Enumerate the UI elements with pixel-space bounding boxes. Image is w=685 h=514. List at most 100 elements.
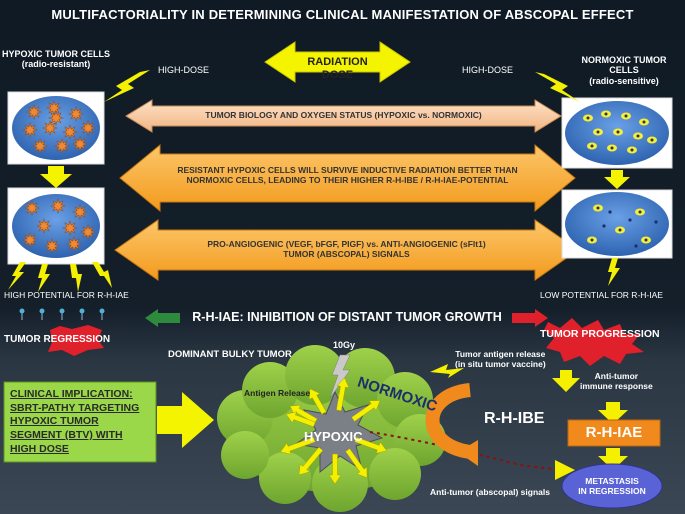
low-potential-label: LOW POTENTIAL FOR R-H-IAE: [540, 290, 663, 300]
tumor-cell-star: [21, 231, 39, 249]
nucleus-dot: [636, 134, 640, 138]
immune-arrow: [552, 370, 580, 392]
tumor-cell-star: [71, 135, 89, 153]
angiogenic-label: PRO-ANGIOGENIC (VEGF, bFGF, PIGF) vs. AN…: [158, 239, 535, 260]
high-potential-label: HIGH POTENTIAL FOR R-H-IAE: [4, 290, 129, 300]
nucleus-dot: [596, 130, 600, 134]
tumor-antigen-line-1: Tumor antigen release: [455, 349, 546, 359]
antigen-release-arrow: [298, 446, 324, 476]
clinical-line-2: SBRT-PATHY TARGETING: [10, 401, 140, 414]
angiogenic-line-2: TUMOR (ABSCOPAL) SIGNALS: [283, 248, 410, 259]
resistant-cells-line-1: RESISTANT HYPOXIC CELLS WILL SURVIVE IND…: [177, 165, 518, 175]
resistant-cells-line-2: NORMOXIC CELLS, LEADING TO THEIR HIGHER …: [186, 174, 509, 185]
nucleus-dot: [624, 114, 628, 118]
high-dose-left: HIGH-DOSE: [158, 65, 210, 75]
tumor-cell-star: [79, 119, 97, 137]
immune-response-label: Anti-tumor immune response: [580, 371, 653, 392]
hypoxic-cells-label: HYPOXIC TUMOR CELLS (radio-resistant): [2, 49, 110, 70]
nucleus-dot: [644, 238, 648, 242]
left-down-arrow: [40, 166, 72, 188]
nucleus-dot: [650, 138, 654, 142]
nucleus-dot: [586, 116, 590, 120]
left-lightning-fan: [8, 262, 112, 292]
tumor-cell-star: [47, 109, 65, 127]
signal-dot: [19, 308, 25, 314]
nucleus-dot: [596, 206, 600, 210]
nucleus-dot: [642, 120, 646, 124]
hypoxic-cell-after: [7, 187, 105, 265]
inhibition-label: R-H-IAE: INHIBITION OF DISTANT TUMOR GRO…: [192, 310, 502, 324]
antigen-release-arrow: [285, 411, 316, 428]
clinical-line-5: HIGH DOSE: [10, 442, 69, 455]
tumor-cell-star: [45, 99, 63, 117]
immune-response-line-2: immune response: [580, 380, 653, 391]
signal-path-arrow: [555, 460, 575, 480]
regression-splash: [48, 325, 104, 356]
rhiae-down-arrow: [598, 448, 628, 470]
antigen-release-arrow: [351, 400, 381, 422]
antigen-release-label: Antigen Release: [244, 388, 311, 398]
right-lightning: [608, 258, 620, 286]
rhibe-label: R-H-IBE: [484, 410, 545, 427]
right-down-arrow: [604, 170, 630, 189]
cell-debris-dot: [602, 224, 606, 228]
clinical-line-1: CLINICAL IMPLICATION:: [10, 388, 133, 400]
antigen-release-arrow: [345, 448, 368, 479]
resistant-cells-label: RESISTANT HYPOXIC CELLS WILL SURVIVE IND…: [160, 165, 535, 186]
antigen-release-arrow: [354, 436, 388, 454]
tumor-biology-label: TUMOR BIOLOGY AND OXYGEN STATUS (HYPOXIC…: [205, 110, 482, 120]
tumor-cell-star: [23, 199, 41, 217]
metastasis-ellipse: [561, 463, 663, 509]
tumor-cell-star: [25, 103, 43, 121]
clinical-arrow: [157, 392, 214, 448]
nucleus-dot: [610, 146, 614, 150]
tumor-cell-star: [21, 121, 39, 139]
tumor-cell-star: [71, 203, 89, 221]
nucleus-dot: [638, 210, 642, 214]
nucleus-dot: [630, 148, 634, 152]
cell-debris-dot: [634, 244, 638, 248]
clinical-implication: CLINICAL IMPLICATION: SBRT-PATHY TARGETI…: [10, 388, 152, 456]
metastasis-line-2: IN REGRESSION: [578, 485, 646, 496]
radiation-dose-label: RADIATION DOSE: [307, 56, 368, 81]
tumor-antigen-label: Tumor antigen release (in situ tumor vac…: [455, 349, 546, 370]
nucleus-dot: [618, 228, 622, 232]
tumor-regression-label: TUMOR REGRESSION: [4, 334, 111, 345]
clinical-line-4: SEGMENT (BTV) WITH: [10, 428, 123, 441]
released-signal-dots: [19, 308, 105, 320]
dominant-bulky-label: DOMINANT BULKY TUMOR: [168, 349, 292, 360]
lightning-right-top: [535, 72, 580, 102]
rhiae-label: R-H-IAE: [585, 424, 643, 441]
clinical-line-3: HYPOXIC TUMOR: [10, 415, 99, 428]
normoxic-cells-title: NORMOXIC TUMOR CELLS: [581, 55, 667, 76]
abscopal-signals-label: Anti-tumor (abscopal) signals: [430, 487, 550, 497]
inhibition-red-arrow: [512, 309, 548, 327]
normoxic-cell-before: [561, 97, 673, 169]
inhibition-green-arrow: [145, 309, 180, 327]
cell-debris-dot: [628, 218, 632, 222]
normoxic-cells-label: NORMOXIC TUMOR CELLS (radio-sensitive): [570, 55, 678, 86]
lightning-left-top: [104, 70, 150, 102]
tumor-biology-arrow: [125, 99, 562, 133]
progression-burst: [544, 318, 644, 366]
nucleus-dot: [590, 144, 594, 148]
tumor-cell-star: [35, 217, 53, 235]
signal-dot: [79, 308, 85, 314]
nucleus-dot: [604, 112, 608, 116]
rhibe-curve-arrow: [425, 383, 472, 459]
tumor-cell-star: [65, 235, 83, 253]
immune-response-line-1: Anti-tumor: [594, 371, 639, 381]
antigen-arrows: [280, 377, 388, 485]
normoxic-cell-after: [561, 189, 673, 259]
nucleus-dot: [590, 238, 594, 242]
high-dose-right: HIGH-DOSE: [462, 65, 514, 75]
radiation-dose-arrow: [264, 41, 411, 83]
rhibe-arrow-head: [458, 440, 478, 466]
metastasis-line-1: METASTASIS: [585, 476, 639, 486]
tumor-cell-star: [67, 105, 85, 123]
hypoxic-cell-before: [7, 91, 105, 165]
resistant-cells-arrow: [119, 143, 576, 213]
tumor-antigen-line-2: (in situ tumor vaccine): [455, 358, 546, 369]
